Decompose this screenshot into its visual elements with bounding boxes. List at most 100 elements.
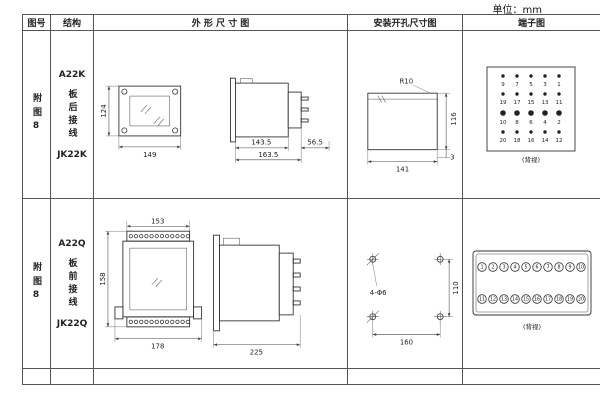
dim-side-depths: 143.5 56.5 163.5 xyxy=(235,127,330,163)
header-structure: 结构 xyxy=(51,15,94,31)
terminal-number: 6 xyxy=(535,265,538,271)
fig-no-text: 附图8 xyxy=(31,93,41,136)
rear-view-note: (背视) xyxy=(522,155,540,164)
terminal-dots-row3: 10 8 6 4 2 xyxy=(500,110,562,126)
mounting-drawing-jk22k: R10 141 116 3 xyxy=(367,77,458,173)
terminal-number: 18 xyxy=(556,297,562,303)
dim-label-edge-gap: 3 xyxy=(450,154,454,162)
dim-front-width: 149 xyxy=(118,135,181,159)
terminal-dots-row1: 9 7 5 3 1 xyxy=(501,74,561,88)
terminal-number: 10 xyxy=(500,120,507,126)
dim-cutout-height: 116 xyxy=(437,92,458,150)
terminal-number: 11 xyxy=(479,297,485,303)
empty-cell xyxy=(23,369,51,385)
header-mounting: 安装开孔尺寸图 xyxy=(348,15,463,31)
holes-callout: 4-Φ6 xyxy=(370,264,387,297)
terminal-number: 5 xyxy=(529,82,533,88)
unit-label: 单位：mm xyxy=(492,5,542,16)
radius-callout: R10 xyxy=(400,77,432,94)
dim-label-height: 124 xyxy=(100,104,108,118)
row2-outline-cell: 153 158 xyxy=(94,199,348,369)
dim-front-overall-width: 178 xyxy=(114,318,202,351)
terminal-number: 10 xyxy=(578,265,584,271)
terminal-number: 3 xyxy=(543,82,547,88)
empty-cell xyxy=(348,369,463,385)
header-outline: 外 形 尺 寸 图 xyxy=(94,15,348,31)
terminal-box xyxy=(486,66,576,152)
terminal-dots-row4: 20 18 16 14 12 xyxy=(500,130,563,144)
dim-label-overall-width: 178 xyxy=(151,343,164,351)
dim-front-top-width: 153 xyxy=(126,218,190,232)
terminal-number: 13 xyxy=(501,297,507,303)
terminal-number: 1 xyxy=(557,82,561,88)
terminal-number: 6 xyxy=(529,120,533,126)
terminal-number: 3 xyxy=(502,265,505,271)
row1-outline-cell: 124 149 xyxy=(94,31,348,199)
row2-structure-cell: A22Q 板前接线 JK22Q xyxy=(51,199,94,369)
outline-drawing-jk22q: 153 158 xyxy=(99,218,301,357)
terminal-number: 16 xyxy=(534,297,540,303)
rear-view-note: (背视) xyxy=(523,322,541,331)
terminal-number: 9 xyxy=(501,82,505,88)
terminal-number: 2 xyxy=(557,120,561,126)
terminal-number: 1 xyxy=(480,265,483,271)
row2-fig-no-cell: 附图8 xyxy=(23,199,51,369)
terminal-strip-box xyxy=(472,250,592,316)
outline-drawing-jk22k: 124 149 xyxy=(100,77,330,163)
terminal-number: 15 xyxy=(528,100,535,106)
terminal-dots-row2: 19 17 15 13 11 xyxy=(500,92,563,106)
dim-label-depth-front: 56.5 xyxy=(307,138,323,146)
header-terminal: 端子图 xyxy=(463,15,600,31)
dim-holes-width: 160 xyxy=(372,319,441,346)
terminal-number: 18 xyxy=(514,138,521,144)
empty-cell xyxy=(51,369,94,385)
terminal-number: 16 xyxy=(528,138,535,144)
dim-label-holes-height: 110 xyxy=(452,281,460,294)
row1-mounting-cell: R10 141 116 3 xyxy=(348,31,463,199)
dim-label-cutout-height: 116 xyxy=(450,112,458,125)
header-fig-no: 图号 xyxy=(23,15,51,31)
terminal-number: 15 xyxy=(523,297,529,303)
terminal-diagram-jk22k: 9 7 5 3 1 19 17 15 13 11 10 8 xyxy=(486,66,576,164)
wiring-type: 板前接线 xyxy=(66,257,77,310)
row2-mounting-cell: 4-Φ6 160 110 xyxy=(348,199,463,369)
terminal-number: 14 xyxy=(542,138,549,144)
dim-label-depth-case: 143.5 xyxy=(251,138,271,146)
relay-code: JK22K xyxy=(57,149,87,160)
dim-edge-gap: 3 xyxy=(437,149,455,162)
terminal-number: 19 xyxy=(500,100,507,106)
terminal-circles-bottom: 11 12 13 14 15 16 17 18 19 20 xyxy=(477,294,586,304)
dim-side-depth: 225 xyxy=(213,314,301,357)
relay-code: JK22Q xyxy=(56,318,88,329)
dim-label-width: 149 xyxy=(143,151,156,159)
relay-side-view xyxy=(230,77,309,143)
terminal-number: 19 xyxy=(567,297,573,303)
dim-front-height: 158 xyxy=(99,230,127,328)
dim-label-holes-width: 160 xyxy=(400,338,413,346)
terminal-number: 17 xyxy=(545,297,551,303)
terminal-circles-top: 1 2 3 4 5 6 7 8 9 10 xyxy=(477,262,586,272)
terminal-number: 12 xyxy=(490,297,496,303)
row1-structure-cell: A22K 板后接线 JK22K xyxy=(51,31,94,199)
empty-cell xyxy=(94,369,348,385)
dim-label-front-height: 158 xyxy=(99,272,107,285)
terminal-number: 12 xyxy=(556,138,563,144)
terminal-number: 13 xyxy=(542,100,549,106)
terminal-number: 2 xyxy=(491,265,494,271)
terminal-number: 7 xyxy=(515,82,519,88)
relay-front-view xyxy=(114,230,203,328)
dim-label-radius: R10 xyxy=(400,77,414,85)
dim-cutout-width: 141 xyxy=(367,149,438,173)
fig-no-text: 附图8 xyxy=(31,262,41,305)
row2-terminal-cell: 1 2 3 4 5 6 7 8 9 10 11 12 13 14 xyxy=(463,199,600,369)
model-code: A22K xyxy=(58,69,86,80)
dim-label-top-width: 153 xyxy=(151,218,164,226)
dim-front-height: 124 xyxy=(100,85,119,137)
terminal-number: 17 xyxy=(514,100,521,106)
relay-side-view xyxy=(213,234,301,332)
dim-holes-height: 110 xyxy=(443,258,460,317)
model-code: A22Q xyxy=(58,238,86,249)
dim-label-depth: 225 xyxy=(250,349,263,357)
dim-label-depth-total: 163.5 xyxy=(258,151,278,159)
dim-label-cutout-width: 141 xyxy=(396,165,409,173)
